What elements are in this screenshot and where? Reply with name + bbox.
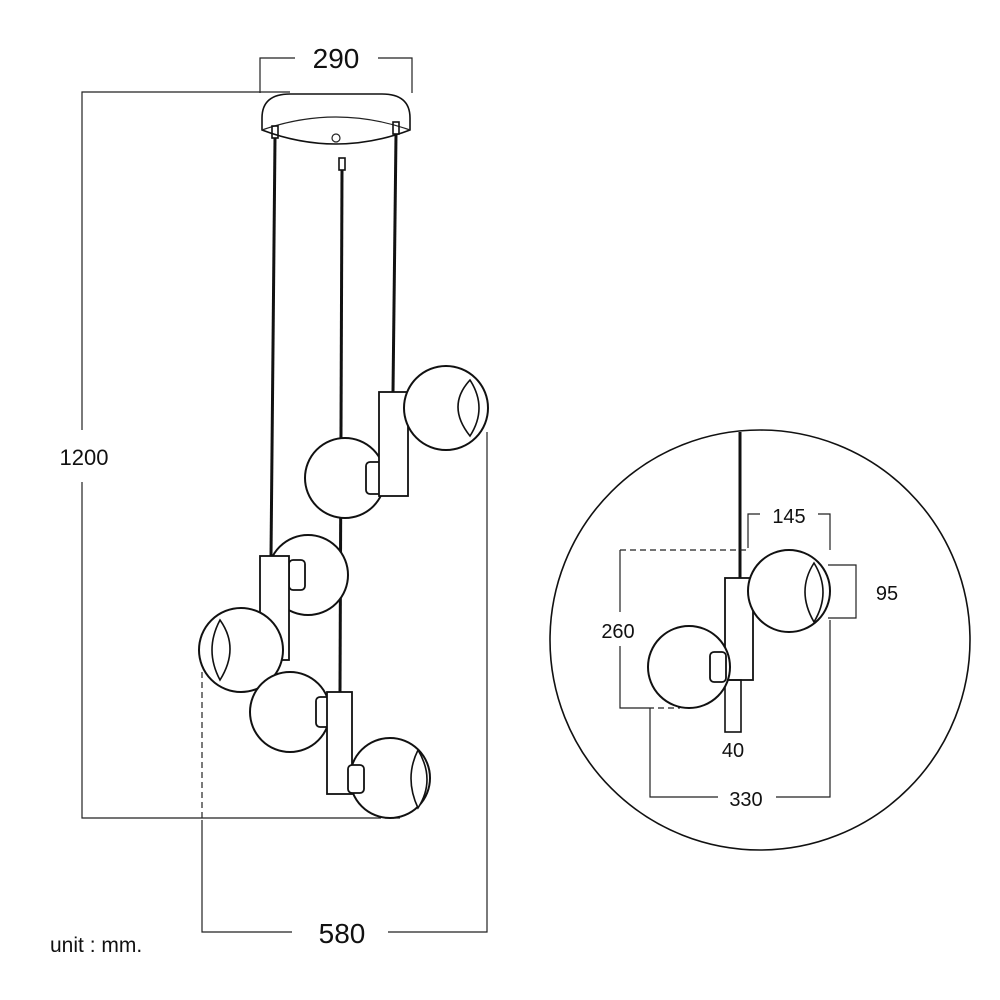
pendant-lower bbox=[249, 671, 431, 819]
dimension-1200: 1200 bbox=[60, 91, 400, 819]
detail-dimension-330: 330 bbox=[649, 620, 831, 811]
pendant-upper bbox=[304, 365, 489, 519]
detail-dimension-145: 145 bbox=[747, 506, 831, 550]
dim-290-label: 290 bbox=[313, 43, 360, 74]
dim-1200-label: 1200 bbox=[60, 445, 109, 470]
dimension-290: 290 bbox=[259, 43, 413, 93]
dimension-580: 580 bbox=[201, 432, 488, 949]
dim-580-label: 580 bbox=[319, 918, 366, 949]
detail-dimension-260: 260 bbox=[601, 549, 748, 709]
pendant-middle bbox=[198, 534, 349, 693]
dim-95-label: 95 bbox=[876, 583, 898, 605]
pendant-cords bbox=[269, 133, 398, 693]
detail-dimension-95: 95 bbox=[828, 564, 898, 619]
dim-260-label: 260 bbox=[601, 621, 634, 643]
unit-label: unit : mm. bbox=[50, 934, 143, 957]
dim-145-label: 145 bbox=[772, 506, 805, 528]
ceiling-canopy bbox=[261, 93, 411, 171]
dim-40-label: 40 bbox=[722, 740, 744, 762]
detail-view bbox=[549, 429, 971, 851]
dim-330-label: 330 bbox=[729, 789, 762, 811]
detail-dimension-40: 40 bbox=[722, 740, 744, 762]
